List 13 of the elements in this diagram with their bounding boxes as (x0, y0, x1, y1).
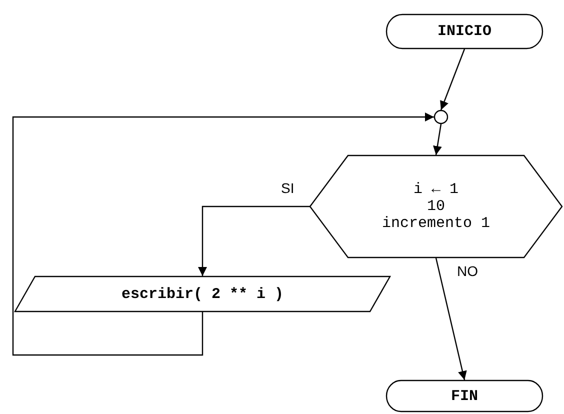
node-text: i ← 1 (413, 181, 458, 198)
node-text: FIN (450, 388, 478, 404)
edge-label: NO (456, 263, 479, 279)
node-text: escribir( 2 ** i ) (121, 286, 284, 302)
arrow (433, 124, 442, 156)
arrow (440, 48, 466, 110)
arrow (435, 258, 467, 380)
node-text: INICIO (437, 23, 492, 40)
arrow (12, 112, 434, 356)
node-text: 10 (426, 198, 445, 215)
edge-label: SI (280, 180, 296, 196)
node-text: incremento 1 (382, 215, 490, 232)
arrow (198, 206, 310, 276)
